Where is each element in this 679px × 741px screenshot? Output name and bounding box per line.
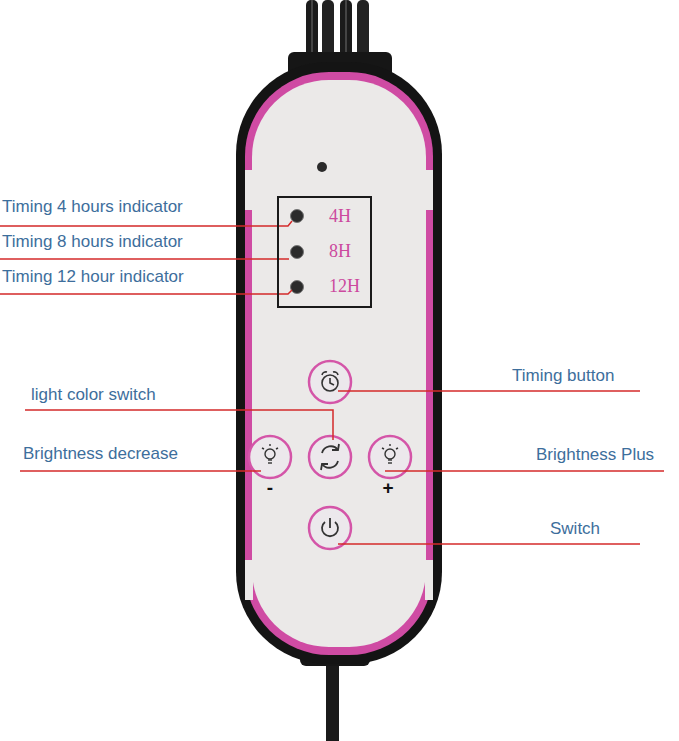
indicator-panel: 4H8H12H bbox=[277, 196, 372, 308]
leader-lines bbox=[0, 221, 664, 544]
buttons bbox=[249, 361, 411, 549]
power-icon bbox=[329, 518, 331, 528]
timer-mark: 4H bbox=[329, 199, 370, 234]
alarm-icon bbox=[322, 372, 338, 391]
callout-label: Timing 4 hours indicator bbox=[2, 197, 183, 217]
power-icon bbox=[322, 518, 338, 536]
bulb-icons bbox=[388, 462, 392, 463]
alarm-icon bbox=[330, 378, 334, 385]
bulb-icons bbox=[276, 448, 278, 449]
bulb-icons bbox=[262, 444, 398, 463]
housing bbox=[236, 62, 442, 664]
bulb-icons bbox=[389, 444, 390, 446]
indicator-leds bbox=[291, 246, 304, 259]
bulb-icons bbox=[268, 459, 272, 460]
callout-label: Switch bbox=[550, 519, 600, 539]
leader-lines bbox=[385, 470, 664, 472]
bulb-icons bbox=[382, 448, 384, 449]
housing bbox=[425, 560, 433, 600]
leader-lines bbox=[0, 290, 292, 294]
rotate-icon bbox=[321, 444, 339, 470]
bulb-icons bbox=[265, 449, 275, 459]
leader-lines bbox=[0, 258, 289, 260]
housing bbox=[236, 62, 442, 664]
housing bbox=[245, 170, 253, 210]
leader-lines bbox=[338, 543, 640, 545]
indicator-leds bbox=[291, 210, 304, 223]
bulb-icons bbox=[385, 449, 395, 459]
rotate-icon bbox=[332, 444, 339, 450]
housing bbox=[252, 80, 426, 647]
callout-label: Timing 12 hour indicator bbox=[2, 267, 184, 287]
buttons bbox=[309, 361, 351, 403]
leader-lines bbox=[25, 410, 333, 440]
callout-label: Timing button bbox=[512, 366, 614, 386]
indicator-leds bbox=[291, 281, 304, 294]
button-sign: + bbox=[382, 478, 393, 498]
bulb-icons bbox=[396, 448, 398, 449]
housing bbox=[425, 170, 433, 210]
bulb-icons bbox=[262, 448, 264, 449]
button-sign: - bbox=[267, 478, 273, 498]
bulb-icons bbox=[268, 462, 272, 463]
timer-mark: 8H bbox=[329, 234, 370, 269]
housing bbox=[245, 72, 433, 655]
alarm-icon bbox=[333, 372, 338, 375]
alarm-icon bbox=[322, 372, 327, 375]
housing bbox=[245, 560, 253, 600]
callout-label: Brightness Plus bbox=[536, 445, 654, 465]
callout-label: Timing 8 hours indicator bbox=[2, 232, 183, 252]
bulb-icons bbox=[388, 459, 392, 460]
rotate-icon bbox=[321, 464, 328, 470]
housing bbox=[317, 162, 327, 172]
leader-lines bbox=[20, 470, 261, 472]
buttons bbox=[309, 507, 351, 549]
callout-label: Brightness decrease bbox=[23, 444, 178, 464]
timer-mark: 12H bbox=[329, 269, 370, 304]
buttons bbox=[309, 436, 351, 478]
bulb-icons bbox=[269, 444, 270, 446]
indicator-leds bbox=[291, 210, 304, 294]
leader-lines bbox=[338, 390, 640, 392]
callout-label: light color switch bbox=[31, 385, 156, 405]
alarm-icon bbox=[322, 375, 338, 391]
leader-lines bbox=[0, 221, 292, 226]
